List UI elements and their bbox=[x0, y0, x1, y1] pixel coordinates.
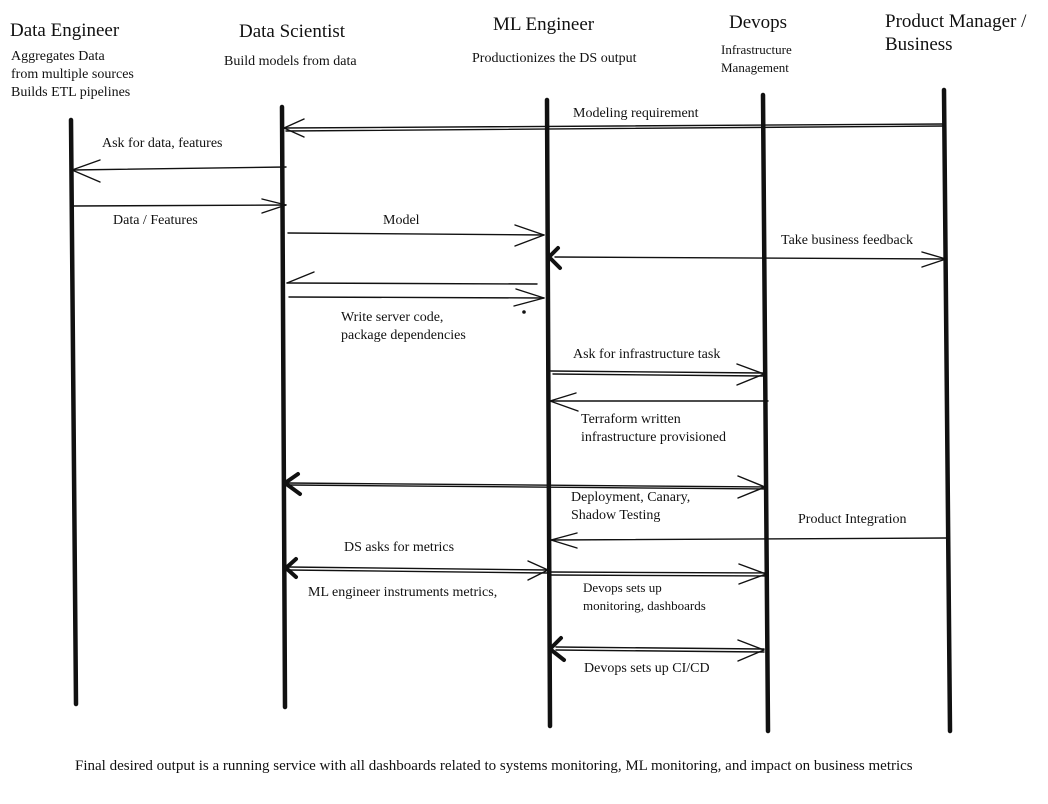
label-modeling-requirement: Modeling requirement bbox=[573, 106, 699, 121]
arrow-deployment bbox=[283, 472, 766, 499]
arrow-mle-to-ds bbox=[286, 271, 538, 285]
label-deployment-2: Shadow Testing bbox=[571, 508, 661, 523]
label-model: Model bbox=[383, 213, 420, 228]
label-terraform-2: infrastructure provisioned bbox=[581, 430, 727, 445]
arrow-terraform bbox=[549, 392, 769, 412]
label-write-server-code-1: Write server code, bbox=[341, 310, 444, 325]
role-title-data-scientist: Data Scientist bbox=[239, 21, 346, 42]
arrow-cicd bbox=[548, 636, 765, 662]
label-data-features: Data / Features bbox=[113, 213, 198, 228]
role-desc-data-engineer-2: from multiple sources bbox=[11, 67, 134, 82]
arrow-business-feedback bbox=[547, 246, 947, 270]
label-ask-infra: Ask for infrastructure task bbox=[573, 347, 721, 362]
role-desc-data-engineer-1: Aggregates Data bbox=[11, 49, 105, 64]
role-desc-data-engineer-3: Builds ETL pipelines bbox=[11, 85, 131, 100]
arrow-model bbox=[287, 224, 545, 247]
footer-note: Final desired output is a running servic… bbox=[75, 758, 913, 774]
role-title-product-manager-2: Business bbox=[885, 34, 953, 55]
arrow-monitoring bbox=[550, 563, 767, 585]
role-title-devops: Devops bbox=[729, 12, 788, 33]
role-title-ml-engineer: ML Engineer bbox=[493, 14, 595, 35]
arrow-modeling-requirement bbox=[283, 118, 945, 138]
role-desc-devops-1: Infrastructure bbox=[721, 42, 792, 57]
lifeline-data-engineer bbox=[68, 117, 79, 707]
role-title-product-manager-1: Product Manager / bbox=[885, 11, 1027, 32]
lifeline-data-scientist bbox=[279, 104, 288, 710]
label-ds-metrics: DS asks for metrics bbox=[344, 540, 455, 555]
label-ml-instruments: ML engineer instruments metrics, bbox=[308, 585, 498, 600]
role-title-data-engineer: Data Engineer bbox=[10, 20, 120, 41]
arrow-product-integration bbox=[550, 532, 947, 549]
label-devops-cicd: Devops sets up CI/CD bbox=[584, 661, 710, 676]
lifeline-devops bbox=[760, 92, 771, 734]
label-terraform-1: Terraform written bbox=[581, 412, 681, 427]
label-devops-monitoring-1: Devops sets up bbox=[583, 580, 662, 595]
label-devops-monitoring-2: monitoring, dashboards bbox=[583, 598, 706, 613]
arrow-write-server-code bbox=[288, 288, 545, 314]
role-desc-devops-2: Management bbox=[721, 60, 789, 75]
role-desc-data-scientist: Build models from data bbox=[224, 54, 357, 69]
label-business-feedback: Take business feedback bbox=[781, 233, 913, 248]
lifeline-ml-engineer bbox=[544, 97, 553, 729]
arrow-data-features bbox=[71, 198, 287, 214]
arrow-ds-metrics bbox=[284, 557, 549, 581]
arrow-ask-for-data bbox=[71, 159, 287, 183]
label-product-integration: Product Integration bbox=[798, 512, 907, 527]
lifeline-product-manager bbox=[941, 87, 953, 734]
role-desc-ml-engineer: Productionizes the DS output bbox=[472, 51, 637, 66]
label-deployment-1: Deployment, Canary, bbox=[571, 490, 691, 505]
label-write-server-code-2: package dependencies bbox=[341, 328, 466, 343]
arrow-ask-infra bbox=[550, 363, 765, 386]
label-ask-for-data: Ask for data, features bbox=[102, 136, 223, 151]
